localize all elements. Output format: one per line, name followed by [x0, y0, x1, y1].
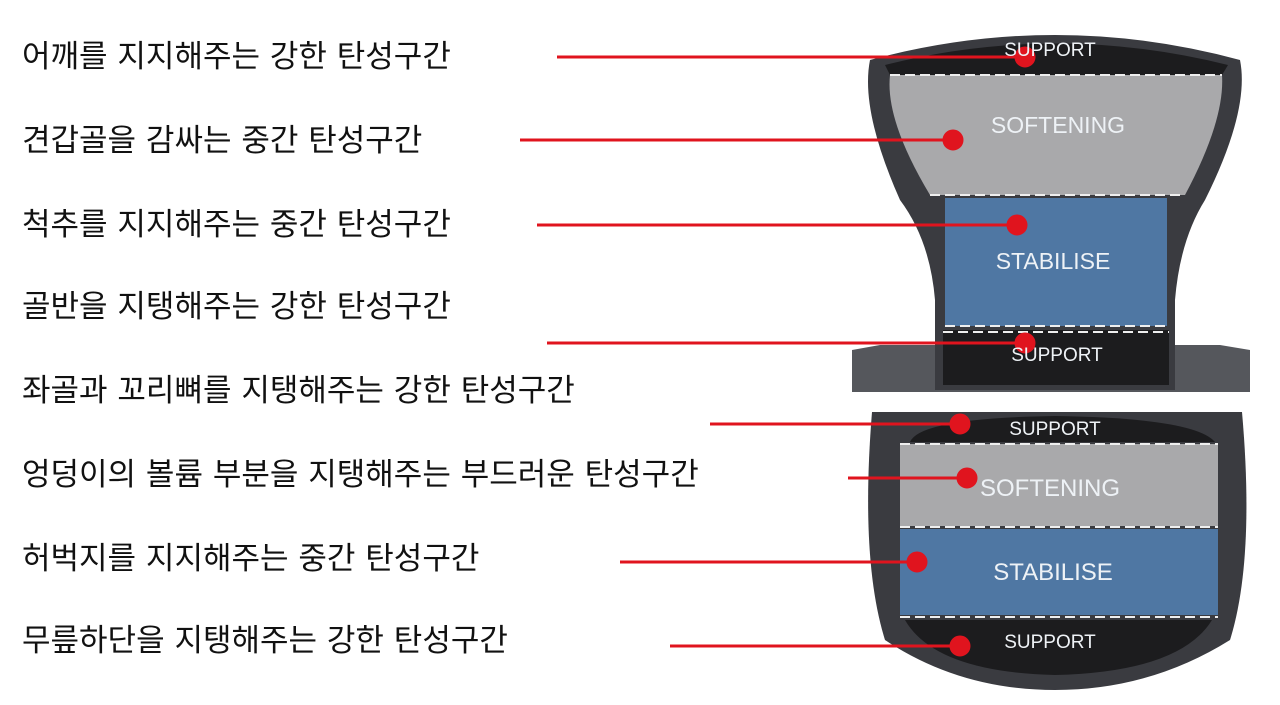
seat-support-top-text: SUPPORT — [1009, 419, 1101, 440]
label-knee: 무릎하단을 지탱해주는 강한 탄성구간 — [22, 623, 508, 659]
label-shoulder: 어깨를 지지해주는 강한 탄성구간 — [22, 39, 451, 75]
label-scapula: 견갑골을 감싸는 중간 탄성구간 — [22, 123, 423, 159]
seat-stabilise-zone — [900, 529, 1218, 615]
backrest-support-top-zone — [885, 43, 1228, 75]
zone-text-layer: SUPPORT SOFTENING STABILISE SUPPORT SUPP… — [980, 40, 1125, 653]
backrest-support-bottom-text: SUPPORT — [1011, 345, 1103, 366]
label-thigh: 허벅지를 지지해주는 중간 탄성구간 — [22, 541, 480, 577]
backrest-support-bottom-zone — [943, 330, 1169, 385]
seat-support-bottom-zone — [905, 620, 1212, 675]
pointer-dot-thigh — [906, 551, 928, 573]
seat-softening-zone — [900, 444, 1218, 526]
seat-softening-text: SOFTENING — [980, 475, 1120, 502]
backrest-softening-zone — [889, 75, 1223, 195]
backrest-support-top-text: SUPPORT — [1004, 40, 1096, 61]
backrest-stabilise-text: STABILISE — [996, 248, 1111, 274]
seat-support-bottom-text: SUPPORT — [1004, 632, 1096, 653]
label-spine: 척추를 지지해주는 중간 탄성구간 — [22, 207, 451, 243]
pointer-dot-tailbone — [949, 413, 971, 435]
pointer-dot-pelvis — [1014, 332, 1036, 354]
pointer-dot-spine — [1006, 214, 1028, 236]
backrest-softening-text: SOFTENING — [991, 112, 1125, 138]
label-tailbone: 좌골과 꼬리뼈를 지탱해주는 강한 탄성구간 — [22, 373, 575, 409]
pointer-dot-hip — [956, 467, 978, 489]
seat-support-top-zone — [910, 416, 1215, 442]
backrest — [852, 35, 1250, 392]
label-hip: 엉덩이의 볼륨 부분을 지탱해주는 부드러운 탄성구간 — [22, 457, 699, 493]
pointer-dot-shoulder — [1014, 46, 1036, 68]
backrest-stabilise-zone — [945, 198, 1167, 326]
label-pelvis: 골반을 지탱해주는 강한 탄성구간 — [22, 289, 451, 325]
seat-stabilise-text: STABILISE — [993, 559, 1113, 586]
pointer-dot-scapula — [942, 129, 964, 151]
pointer-dot-knee — [949, 635, 971, 657]
